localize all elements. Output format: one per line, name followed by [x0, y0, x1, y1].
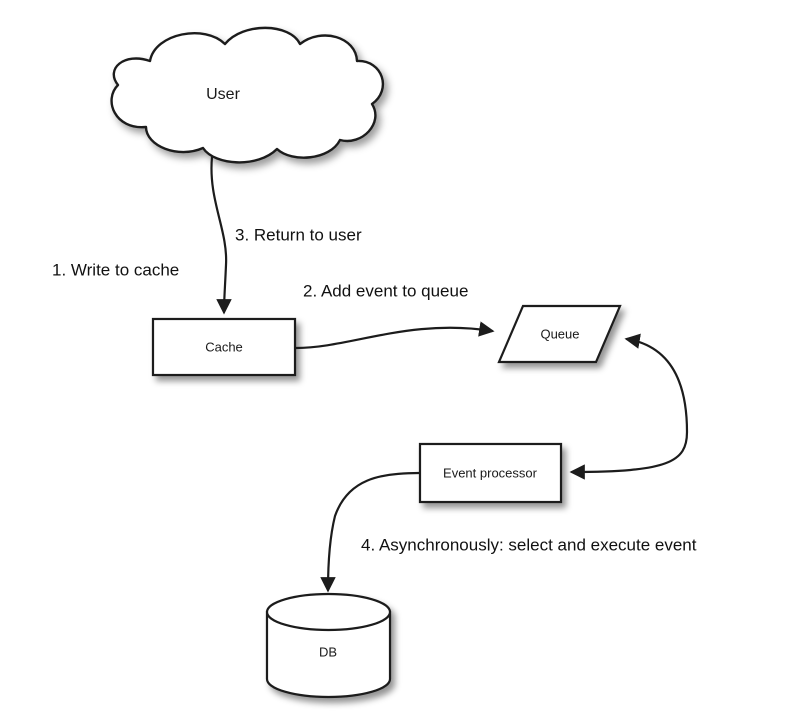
node-queue[interactable]: Queue: [497, 304, 622, 364]
db-top-ellipse: [265, 592, 392, 632]
cache-shape: [151, 317, 297, 377]
cloud-shape: [110, 26, 385, 164]
node-event-processor[interactable]: Event processor: [418, 442, 563, 504]
node-cache[interactable]: Cache: [151, 317, 297, 377]
step-label-4: 4. Asynchronously: select and execute ev…: [361, 535, 697, 554]
edge-user-to-cache: [210, 155, 232, 315]
edge-queue-event-processor: [569, 333, 689, 480]
step-label-3: 3. Return to user: [235, 225, 362, 244]
step-label-1: 1. Write to cache: [52, 260, 179, 279]
node-cache-label: Cache: [205, 339, 243, 354]
node-user[interactable]: User: [110, 26, 385, 164]
db-body-shape: [265, 610, 392, 699]
node-user-label: User: [206, 86, 240, 103]
node-event-processor-label: Event processor: [443, 465, 538, 480]
edge-cache-to-queue: [294, 321, 495, 350]
step-label-2: 2. Add event to queue: [303, 281, 468, 300]
node-db[interactable]: DB: [265, 592, 392, 699]
edge-event-processor-to-db: [320, 471, 421, 593]
node-queue-label: Queue: [540, 326, 579, 341]
node-db-label: DB: [319, 644, 337, 659]
